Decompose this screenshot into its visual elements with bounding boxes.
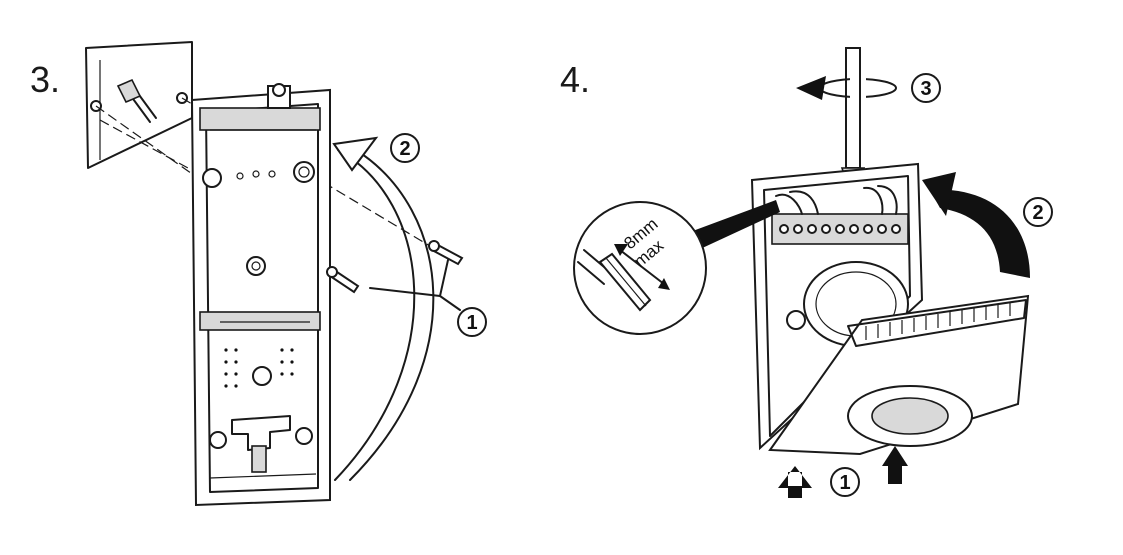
step-4-label: 4. xyxy=(560,59,590,100)
step-3-callout-1: 1 xyxy=(457,307,487,337)
mounting-screw-right xyxy=(428,240,464,266)
thermostat-back-plate xyxy=(190,83,331,507)
svg-text:1: 1 xyxy=(839,472,850,494)
svg-text:2: 2 xyxy=(399,138,410,160)
thermostat-front-cover xyxy=(768,294,1030,456)
step-4-panel: 4. 3 xyxy=(560,47,1053,498)
mounting-screw-left xyxy=(326,266,360,294)
hinge-arrow xyxy=(922,172,1030,278)
step-3-label: 3. xyxy=(30,59,60,100)
swing-arrow xyxy=(332,136,435,481)
dimension-arrow xyxy=(614,244,670,290)
svg-text:3: 3 xyxy=(920,78,931,100)
step-3-callout-2: 2 xyxy=(390,133,420,163)
rotation-arrow xyxy=(796,76,897,100)
svg-text:1: 1 xyxy=(466,312,477,334)
screwdriver xyxy=(840,47,866,187)
step-4-callout-1: 1 xyxy=(830,467,860,497)
thermostat-housing xyxy=(750,162,924,451)
step-4-callout-3: 3 xyxy=(911,73,941,103)
wall-section xyxy=(85,41,193,169)
step-3-panel: 3. xyxy=(30,41,487,507)
screw-leader-line xyxy=(369,259,449,297)
step-4-callout-2: 2 xyxy=(1023,197,1053,227)
svg-text:2: 2 xyxy=(1032,202,1043,224)
push-arrows xyxy=(778,446,908,498)
wire-strip-detail: 8mm max xyxy=(573,200,780,335)
